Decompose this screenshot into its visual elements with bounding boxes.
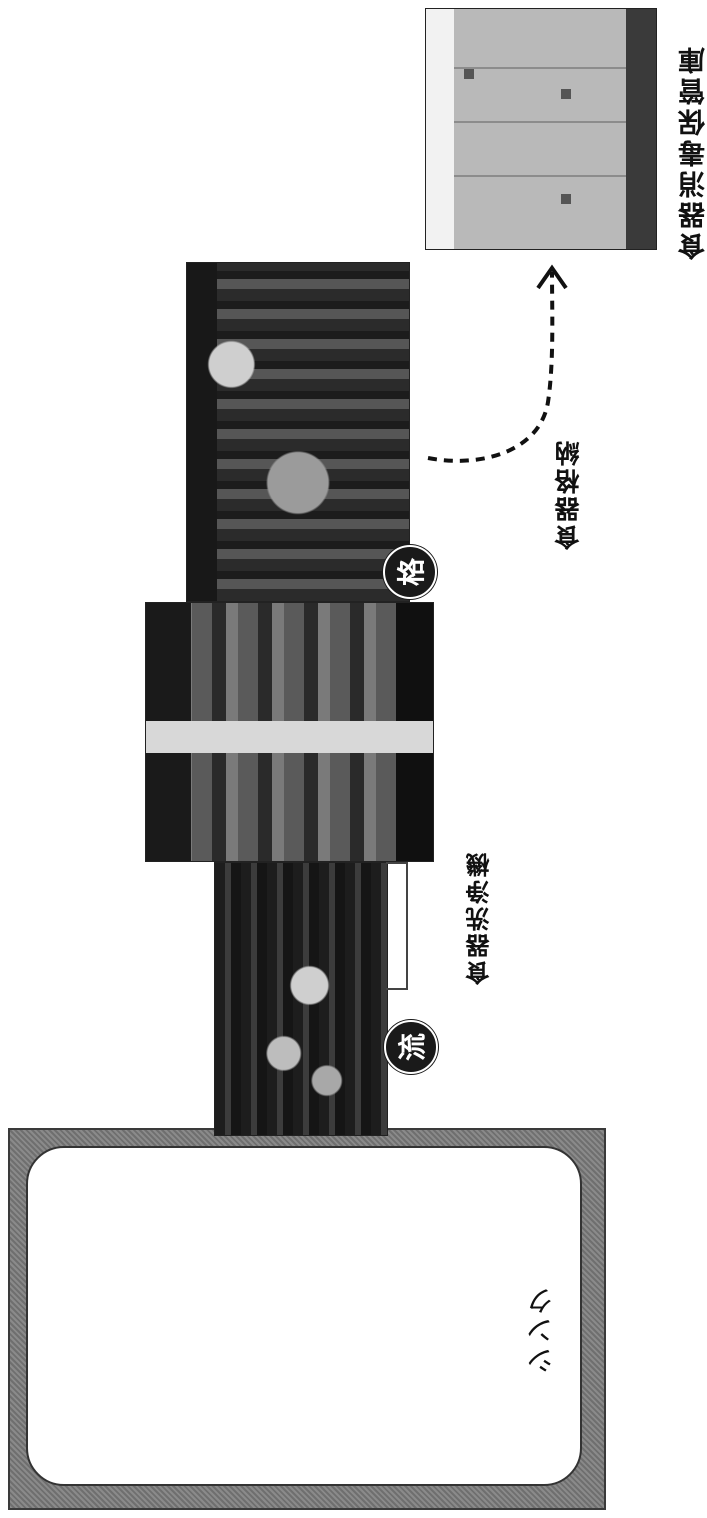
- sink-basin: [26, 1146, 582, 1486]
- wash-badge: 流: [384, 1020, 438, 1074]
- dishwasher-photo: [145, 602, 434, 862]
- cabinet-handle: [561, 89, 571, 99]
- sink-area-photo: [214, 862, 388, 1136]
- sterilizing-cabinet-photo: [425, 8, 657, 250]
- cabinet-caption: 食器消毒保管庫: [679, 43, 707, 260]
- sink-label: シンク: [525, 1285, 558, 1375]
- sink-frame: [8, 1128, 606, 1510]
- connector-pipe: [386, 862, 408, 990]
- dashed-arrow-icon: [427, 264, 568, 463]
- dishwasher-caption: 食器洗浄機: [466, 850, 494, 985]
- cabinet-handle: [561, 194, 571, 204]
- storage-badge: 格: [383, 545, 437, 599]
- cabinet-handle: [464, 69, 474, 79]
- dish-storage-photo: [186, 262, 410, 602]
